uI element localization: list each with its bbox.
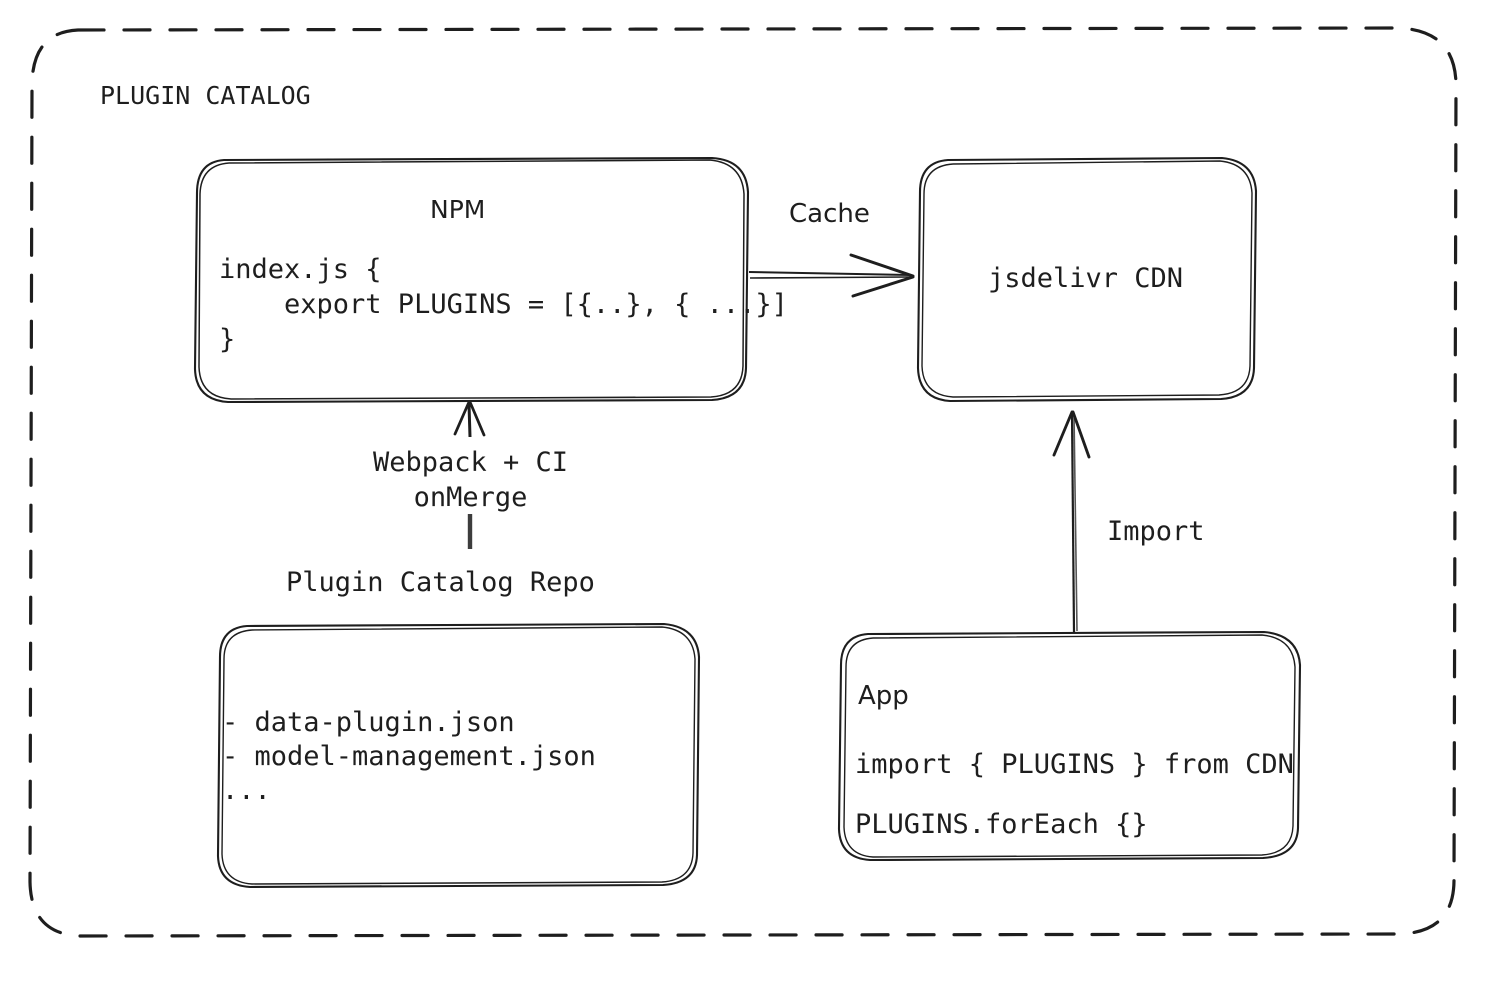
edge-label-cache: Cache	[789, 199, 870, 229]
cdn-node-shape	[916, 156, 1258, 403]
npm-node-code: index.js { export PLUGINS = [{..}, { ...…	[219, 254, 788, 355]
edge-webpack-arrow	[453, 400, 486, 549]
repo-node-files: - data-plugin.json - model-management.js…	[222, 707, 596, 806]
edge-cache-arrow	[748, 253, 915, 298]
edge-import-arrow	[1052, 410, 1091, 633]
npm-node-title: NPM	[430, 195, 486, 224]
plugin-catalog-container	[28, 26, 1458, 938]
app-node-title: App	[858, 681, 909, 711]
repo-node-label: Plugin Catalog Repo	[286, 567, 595, 598]
app-code-line-2: PLUGINS.forEach {}	[855, 809, 1148, 840]
app-code-line-1: import { PLUGINS } from CDN	[855, 749, 1294, 780]
cdn-node-title: jsdelivr CDN	[988, 263, 1184, 294]
npm-node-shape	[193, 156, 750, 404]
app-node-shape	[837, 630, 1302, 862]
repo-node-shape	[216, 622, 701, 889]
page-title: PLUGIN CATALOG	[100, 81, 311, 110]
edge-label-webpack: Webpack + CI onMerge	[373, 447, 569, 513]
edge-label-import: Import	[1107, 516, 1205, 547]
app-node-code: import { PLUGINS } from CDN PLUGINS.forEa…	[855, 735, 1294, 855]
